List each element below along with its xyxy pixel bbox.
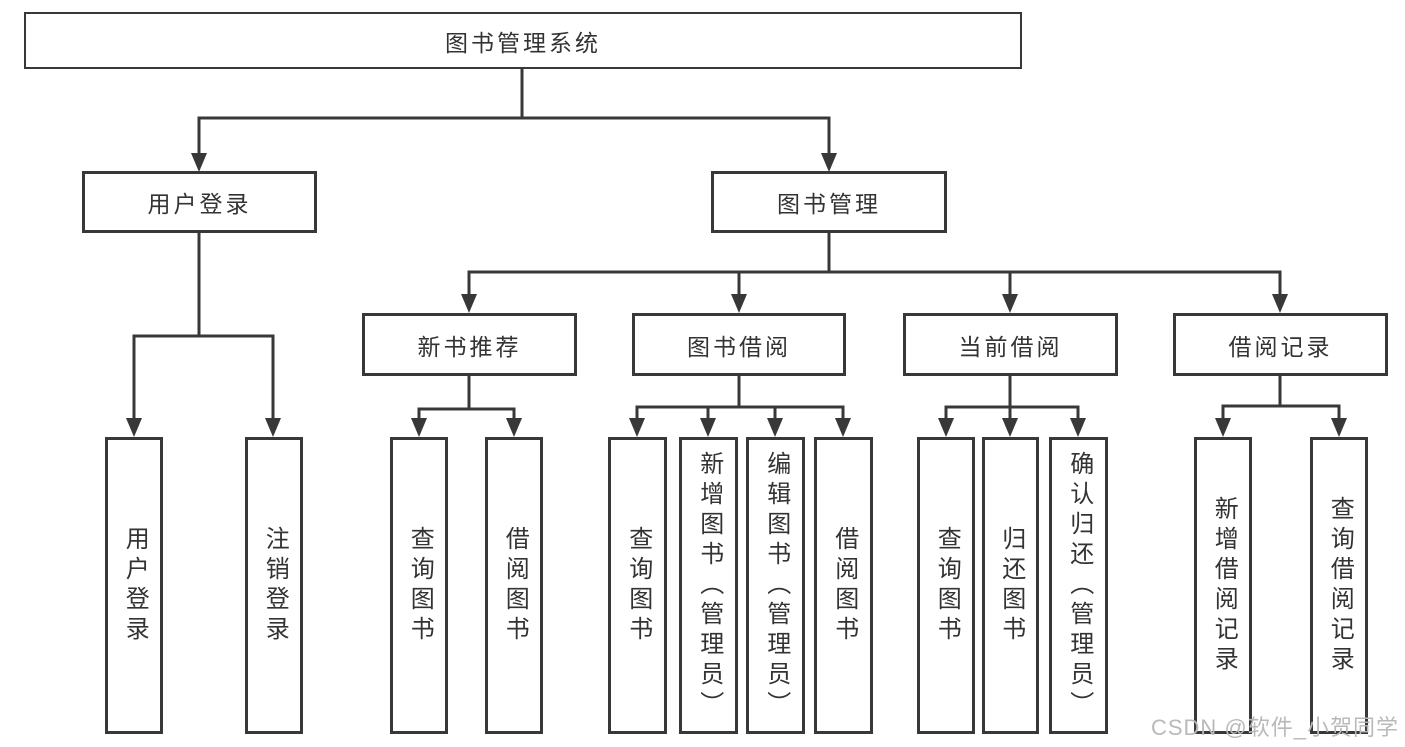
leaf-recommend-borrow-books: 借阅图书 — [485, 437, 543, 734]
arrow-down-icon — [629, 418, 645, 437]
node-borrowing-records: 借阅记录 — [1173, 313, 1388, 376]
leaf-user-login: 用户登录 — [105, 437, 163, 734]
arrow-down-icon — [767, 418, 783, 437]
arrow-down-icon — [835, 418, 851, 437]
leaf-current-query-books: 查询图书 — [917, 437, 975, 734]
leaf-confirm-return-admin: 确认归还（管理员） — [1049, 437, 1108, 734]
arrow-down-icon — [1002, 418, 1018, 437]
arrow-down-icon — [506, 418, 522, 437]
arrow-down-icon — [411, 418, 427, 437]
node-user-login: 用户登录 — [82, 171, 317, 233]
connector-new-book-recommendation-to-children — [411, 376, 522, 437]
connector-user-login-to-children — [126, 233, 281, 437]
node-book-borrowing: 图书借阅 — [632, 313, 846, 376]
node-library-management-system: 图书管理系统 — [24, 12, 1022, 69]
connector-root-to-branches — [191, 69, 837, 172]
arrow-down-icon — [1272, 294, 1288, 313]
arrow-down-icon — [1002, 294, 1018, 313]
arrow-down-icon — [1215, 418, 1231, 437]
leaf-logout-login: 注销登录 — [245, 437, 303, 734]
leaf-query-borrow-record: 查询借阅记录 — [1310, 437, 1368, 734]
arrow-down-icon — [700, 418, 716, 437]
leaf-add-borrow-record: 新增借阅记录 — [1194, 437, 1252, 734]
arrow-down-icon — [731, 294, 747, 313]
connector-current-borrowing-to-children — [938, 376, 1086, 437]
arrow-down-icon — [938, 418, 954, 437]
arrow-down-icon — [265, 418, 281, 437]
arrow-down-icon — [461, 294, 477, 313]
node-new-book-recommendation: 新书推荐 — [362, 313, 577, 376]
arrow-down-icon — [1070, 418, 1086, 437]
connector-borrowing-records-to-children — [1215, 376, 1347, 437]
arrow-down-icon — [126, 418, 142, 437]
leaf-borrowing-borrow-books: 借阅图书 — [814, 437, 873, 734]
arrow-down-icon — [1331, 418, 1347, 437]
node-current-borrowing: 当前借阅 — [903, 313, 1118, 376]
node-book-management: 图书管理 — [711, 171, 947, 233]
leaf-return-books: 归还图书 — [982, 437, 1039, 734]
leaf-borrowing-query-books: 查询图书 — [608, 437, 667, 734]
connector-book-management-to-children — [461, 233, 1288, 313]
arrow-down-icon — [191, 153, 207, 172]
arrow-down-icon — [821, 153, 837, 172]
leaf-recommend-query-books: 查询图书 — [390, 437, 448, 734]
leaf-add-books-admin: 新增图书（管理员） — [679, 437, 738, 734]
connector-book-borrowing-to-children — [629, 376, 851, 437]
leaf-edit-books-admin: 编辑图书（管理员） — [746, 437, 805, 734]
